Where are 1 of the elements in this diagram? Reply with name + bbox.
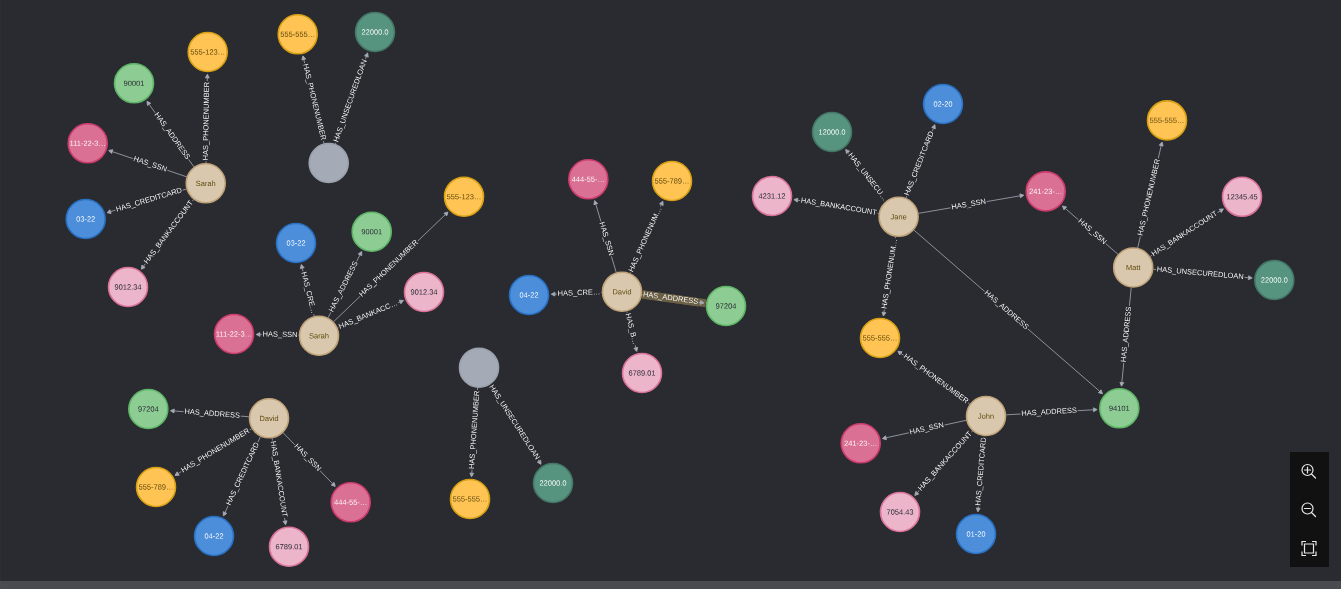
node-circle	[308, 142, 349, 184]
